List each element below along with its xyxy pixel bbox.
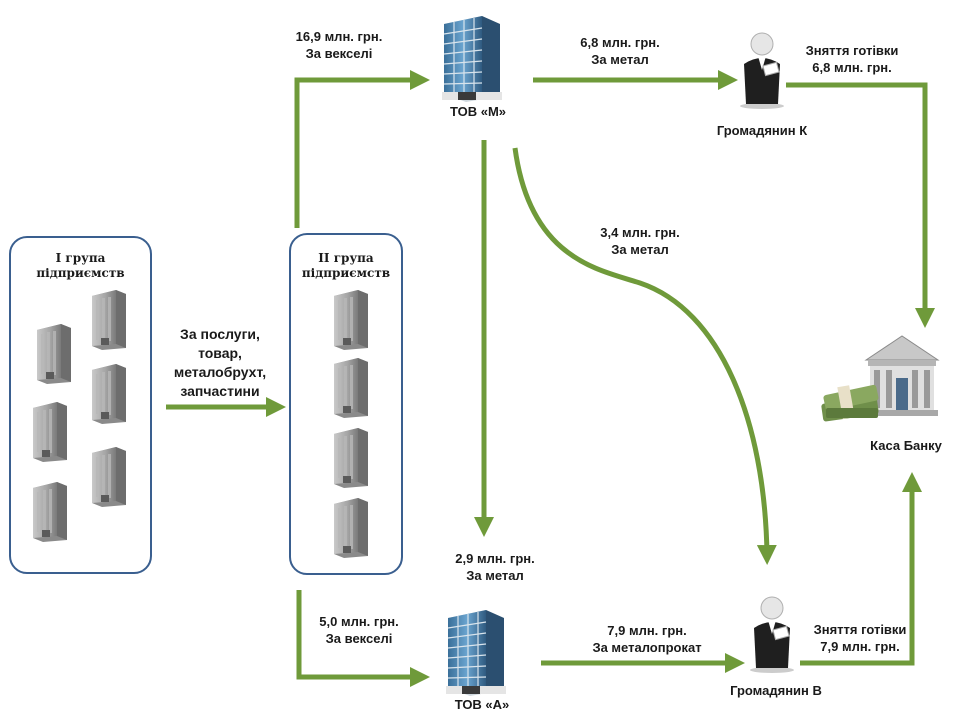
tov-m-label: ТОВ «М» bbox=[449, 104, 507, 119]
arrow-m-to-v bbox=[512, 147, 777, 565]
office-tower-icon bbox=[436, 10, 508, 104]
grey-building-icon bbox=[33, 322, 73, 386]
grey-building-icon bbox=[330, 496, 370, 560]
grey-building-icon bbox=[29, 480, 69, 544]
citizen-v-label: Громадянин В bbox=[730, 683, 822, 698]
citizen-k-label: Громадянин К bbox=[716, 123, 808, 138]
grey-building-icon bbox=[88, 362, 128, 426]
grey-building-icon bbox=[29, 400, 69, 464]
grey-building-icon bbox=[330, 426, 370, 490]
flow-label-g2-a: 5,0 млн. грн.За векселі bbox=[319, 614, 399, 646]
grey-building-icon bbox=[330, 288, 370, 352]
arrow-g2-to-m bbox=[294, 70, 430, 228]
office-tower-icon bbox=[440, 604, 512, 698]
money-stack-icon bbox=[821, 384, 879, 422]
flow-label-m-k: 6,8 млн. грн.За метал bbox=[580, 35, 660, 67]
flow-label-a-v: 7,9 млн. грн.За металопрокат bbox=[592, 623, 702, 655]
arrow-g2-to-a bbox=[296, 590, 430, 687]
group-1-box bbox=[9, 236, 152, 574]
arrow-v-to-bank bbox=[800, 472, 922, 666]
businessman-icon bbox=[742, 594, 802, 674]
flow-label-m-a: 2,9 млн. грн.За метал bbox=[455, 551, 535, 583]
flow-label-g1-g2: За послуги,товар,металобрухт,запчастини bbox=[173, 326, 267, 399]
arrow-k-to-bank bbox=[786, 82, 935, 328]
bank-label: Каса Банку bbox=[870, 438, 942, 453]
flow-label-g2-m: 16,9 млн. грн.За векселі bbox=[295, 29, 383, 61]
businessman-icon bbox=[732, 30, 792, 110]
grey-building-icon bbox=[330, 356, 370, 420]
grey-building-icon bbox=[88, 445, 128, 509]
grey-building-icon bbox=[88, 288, 128, 352]
bank-building-icon bbox=[864, 335, 940, 416]
flow-label-m-v: 3,4 млн. грн.За метал bbox=[600, 225, 680, 257]
tov-a-label: ТОВ «А» bbox=[454, 697, 510, 712]
